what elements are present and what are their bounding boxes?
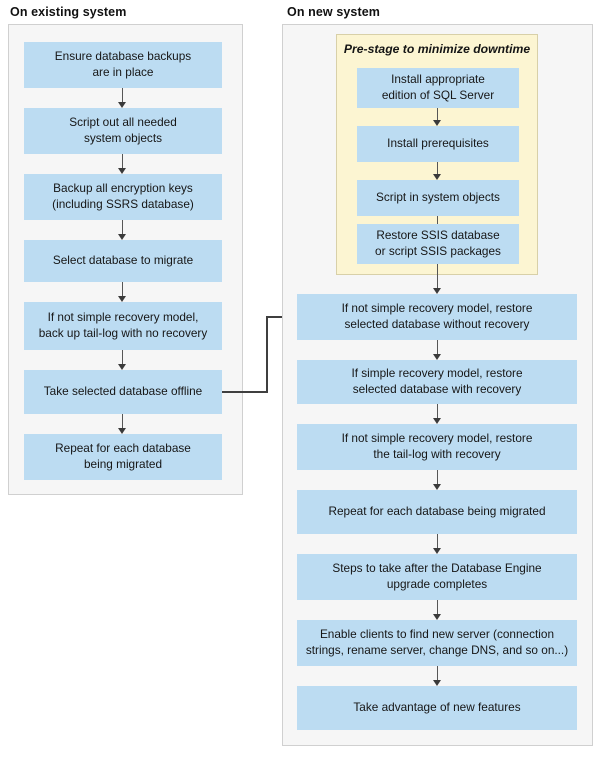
node-take-advantage-new-features[interactable]: Take advantage of new features — [297, 686, 577, 730]
node-ensure-backups[interactable]: Ensure database backups are in place — [24, 42, 222, 88]
node-restore-tail-log[interactable]: If not simple recovery model, restore th… — [297, 424, 577, 470]
node-select-database-to-migrate[interactable]: Select database to migrate — [24, 240, 222, 282]
stage-group-label: Pre-stage to minimize downtime — [343, 42, 531, 56]
node-install-sql-server[interactable]: Install appropriate edition of SQL Serve… — [357, 68, 519, 108]
node-repeat-each-database-new[interactable]: Repeat for each database being migrated — [297, 490, 577, 534]
node-script-out-objects[interactable]: Script out all needed system objects — [24, 108, 222, 154]
node-restore-with-recovery[interactable]: If simple recovery model, restore select… — [297, 360, 577, 404]
node-script-in-system-objects[interactable]: Script in system objects — [357, 180, 519, 216]
node-take-database-offline[interactable]: Take selected database offline — [24, 370, 222, 414]
node-backup-tail-log[interactable]: If not simple recovery model, back up ta… — [24, 302, 222, 350]
node-enable-clients[interactable]: Enable clients to find new server (conne… — [297, 620, 577, 666]
node-post-upgrade-steps[interactable]: Steps to take after the Database Engine … — [297, 554, 577, 600]
column-title-new-system: On new system — [287, 5, 380, 19]
node-repeat-each-database[interactable]: Repeat for each database being migrated — [24, 434, 222, 480]
node-install-prerequisites[interactable]: Install prerequisites — [357, 126, 519, 162]
node-restore-without-recovery[interactable]: If not simple recovery model, restore se… — [297, 294, 577, 340]
column-title-existing-system: On existing system — [10, 5, 127, 19]
node-backup-encryption-keys[interactable]: Backup all encryption keys (including SS… — [24, 174, 222, 220]
node-restore-ssis-database[interactable]: Restore SSIS database or script SSIS pac… — [357, 224, 519, 264]
